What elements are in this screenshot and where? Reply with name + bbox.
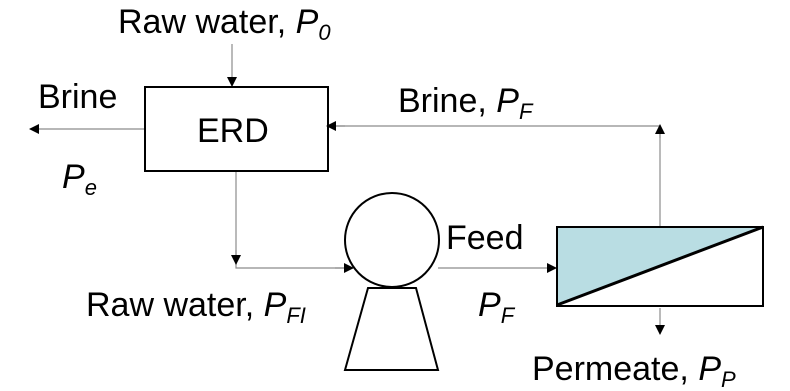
erd-to-pump-pipe (235, 172, 352, 269)
erd-label: ERD (197, 112, 269, 150)
permeate-label: Permeate, PP (532, 350, 736, 391)
membrane-module-icon (556, 225, 764, 307)
erd-box (144, 86, 329, 172)
raw-water-pump-label: Raw water, PFI (86, 286, 306, 328)
brine-return-pipe (335, 125, 661, 227)
brine-outlet-label: Brine (38, 78, 117, 116)
pf-label: PF (478, 286, 516, 328)
feed-label: Feed (446, 219, 524, 257)
pump-icon (343, 192, 440, 371)
brine-return-label: Brine, PF (398, 82, 534, 124)
pe-label: Pe (62, 158, 97, 200)
raw-water-inlet-label: Raw water, P0 (118, 3, 331, 45)
